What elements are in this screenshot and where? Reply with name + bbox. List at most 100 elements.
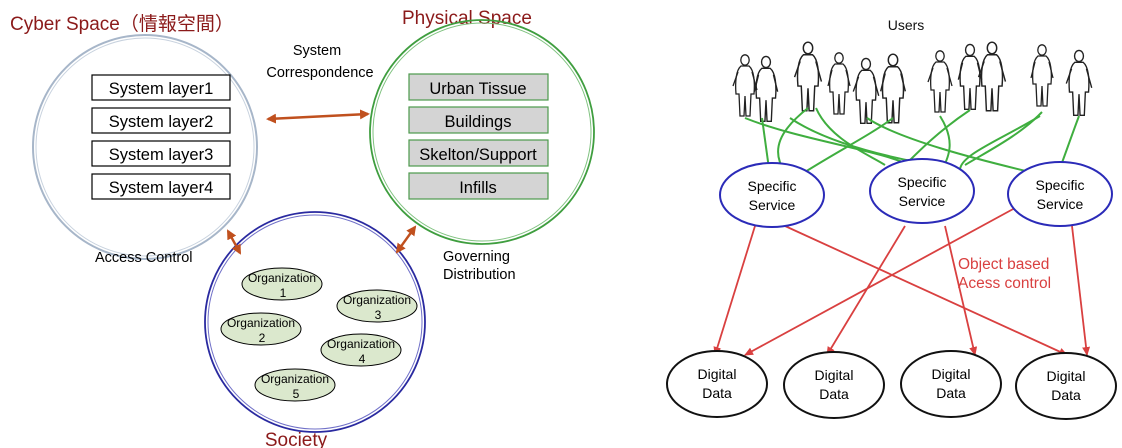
system-correspondence-label: Correspondence (266, 65, 373, 81)
digital-data-ellipse (1015, 352, 1117, 420)
user-service-links (744, 107, 1080, 177)
physical-space-circle (369, 19, 595, 245)
digital-data-label: Data (1051, 387, 1081, 403)
digital-data-nodes: Digital Data Digital Data Digital Data D… (666, 350, 1117, 420)
physical-layer-label: Urban Tissue (429, 80, 526, 98)
system-correspondence-label: System (293, 43, 341, 59)
user-service-link (964, 111, 1043, 166)
service-label: Service (1037, 196, 1084, 212)
organization-number: 2 (259, 331, 266, 345)
digital-data-label: Data (702, 385, 732, 401)
physical-layers: Urban Tissue Buildings Skelton/Support I… (408, 73, 549, 200)
right-diagram: Users S (666, 17, 1117, 420)
system-layer-label: System layer3 (109, 146, 214, 164)
services: Specific Service Specific Service Specif… (719, 158, 1113, 228)
organization-name: Organization (261, 372, 329, 386)
system-correspondence-arrow (266, 109, 370, 124)
users-label: Users (888, 17, 925, 33)
digital-data-label: Digital (1047, 368, 1086, 384)
user-figure-icon (827, 52, 851, 115)
organizations: Organization 1 Organization 3 Organizati… (220, 267, 418, 402)
system-layer-label: System layer1 (109, 80, 214, 98)
service-data-link (1071, 225, 1091, 356)
organization-name: Organization (327, 337, 395, 351)
service-ellipse (869, 158, 975, 224)
system-layer-box (91, 74, 231, 101)
digital-data-label: Data (819, 386, 849, 402)
access-control-label: Access Control (95, 250, 193, 266)
service-ellipse (1007, 161, 1113, 227)
digital-data-label: Digital (815, 367, 854, 383)
user-figure-icon (852, 57, 880, 125)
organization-ellipse (220, 312, 302, 346)
user-service-link (866, 117, 1031, 173)
access-control-arrow (226, 229, 242, 255)
society-circle-inner (207, 214, 423, 430)
digital-data-label: Data (936, 385, 966, 401)
object-based-label: Object based (958, 256, 1049, 273)
system-layer-label: System layer4 (109, 179, 214, 197)
physical-space-title: Physical Space (402, 8, 532, 29)
organization-ellipse (336, 289, 418, 323)
cyber-space-circle (32, 34, 258, 260)
organization-number: 1 (280, 286, 287, 300)
user-service-link (804, 117, 894, 173)
service-label: Specific (897, 174, 946, 190)
service-label: Service (749, 197, 796, 213)
governing-distribution-arrow (395, 225, 417, 254)
governing-distribution-label: Distribution (443, 267, 516, 283)
service-label: Specific (747, 178, 796, 194)
user-figure-icon (732, 54, 758, 117)
user-figure-icon (793, 41, 823, 112)
user-service-link (777, 107, 809, 173)
organization-name: Organization (343, 293, 411, 307)
system-layer-box (91, 140, 231, 167)
organization-number: 3 (375, 308, 382, 322)
user-figure-icon (1030, 44, 1054, 107)
system-layer-box (91, 107, 231, 134)
left-diagram: Cyber Space（情報空間） Physical Space System … (10, 8, 595, 448)
users-group (732, 41, 1093, 125)
service-data-link (744, 207, 1016, 356)
digital-data-label: Digital (698, 366, 737, 382)
user-service-link (904, 109, 971, 166)
system-layer-box (91, 173, 231, 200)
service-data-link (826, 225, 906, 356)
physical-layer-label: Skelton/Support (419, 146, 537, 164)
physical-layer-label: Infills (459, 179, 497, 197)
user-service-link (744, 117, 913, 167)
service-label: Specific (1035, 177, 1084, 193)
governing-distribution-label: Governing (443, 249, 510, 265)
physical-layer-box (408, 73, 549, 101)
physical-layer-label: Buildings (445, 113, 512, 131)
user-service-link (959, 115, 1041, 171)
organization-name: Organization (227, 316, 295, 330)
digital-data-label: Digital (932, 366, 971, 382)
service-data-link (784, 225, 1068, 356)
service-ellipse (719, 162, 825, 228)
organization-ellipse (254, 368, 336, 402)
service-data-link (944, 225, 978, 356)
physical-layer-box (408, 106, 549, 134)
digital-data-ellipse (666, 350, 768, 418)
user-figure-icon (1065, 49, 1093, 117)
organization-number: 4 (359, 352, 366, 366)
user-figure-icon (879, 53, 907, 124)
organization-number: 5 (293, 387, 300, 401)
physical-space-circle-inner (372, 22, 592, 242)
system-layers: System layer1 System layer2 System layer… (91, 74, 231, 200)
organization-ellipse (320, 333, 402, 367)
digital-data-ellipse (783, 351, 885, 419)
user-figure-icon (753, 55, 779, 123)
physical-layer-box (408, 139, 549, 167)
organization-ellipse (241, 267, 323, 301)
organization-name: Organization (248, 271, 316, 285)
user-figure-icon (927, 50, 953, 113)
service-label: Service (899, 193, 946, 209)
society-title: Society (265, 430, 328, 448)
user-figure-icon (977, 41, 1007, 112)
physical-layer-box (408, 172, 549, 200)
user-service-link (1059, 115, 1080, 169)
cyber-space-title: Cyber Space（情報空間） (10, 13, 234, 35)
